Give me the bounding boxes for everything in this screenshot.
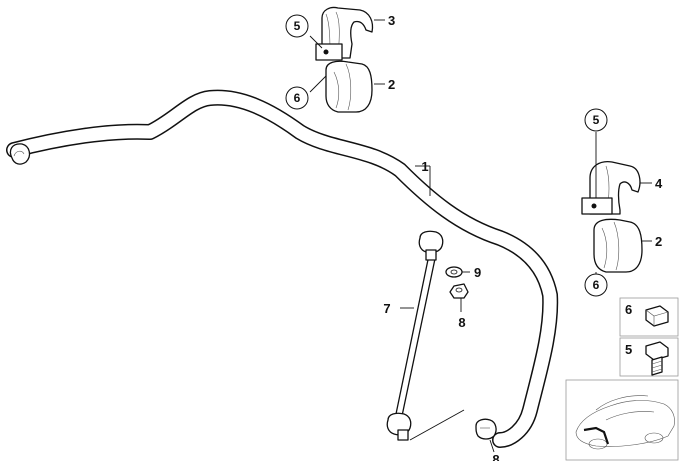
callout-5-right: 5 [593,113,600,127]
stabilizer-link [386,230,444,441]
callout-8-link: 8 [458,315,465,330]
bracket-top [315,6,374,61]
callout-2-top: 2 [388,77,395,92]
callout-4: 4 [655,176,663,191]
flange-nut-icon [645,305,669,327]
car-outline-icon [575,395,675,450]
callout-2-right: 2 [655,234,662,249]
callout-8-bottom: 8 [492,452,499,461]
callout-9: 9 [474,265,481,280]
nut-8 [449,283,469,299]
stabilizer-location-mark [583,426,610,445]
rubber-mount-top [325,60,373,113]
fastener-legend: 6 5 [619,297,679,377]
callout-5-top: 5 [294,19,301,33]
callout-1: 1 [421,159,428,174]
bracket-right [581,160,641,215]
callout-6-top: 6 [294,91,301,105]
bar-end-nut [475,418,497,440]
legend-nut-label: 6 [625,302,632,317]
callout-6-right: 6 [593,278,600,292]
stabilizer-bar [6,89,559,448]
vehicle-locator-thumbnail [565,379,679,461]
callout-7: 7 [383,301,390,316]
washer-9 [445,266,463,278]
callouts: 5 3 6 2 1 5 4 2 6 7 9 8 8 [285,13,663,461]
rubber-mount-right [593,218,643,273]
callout-3: 3 [388,13,395,28]
legend-bolt-label: 5 [625,342,632,357]
flange-bolt-icon [645,341,669,376]
